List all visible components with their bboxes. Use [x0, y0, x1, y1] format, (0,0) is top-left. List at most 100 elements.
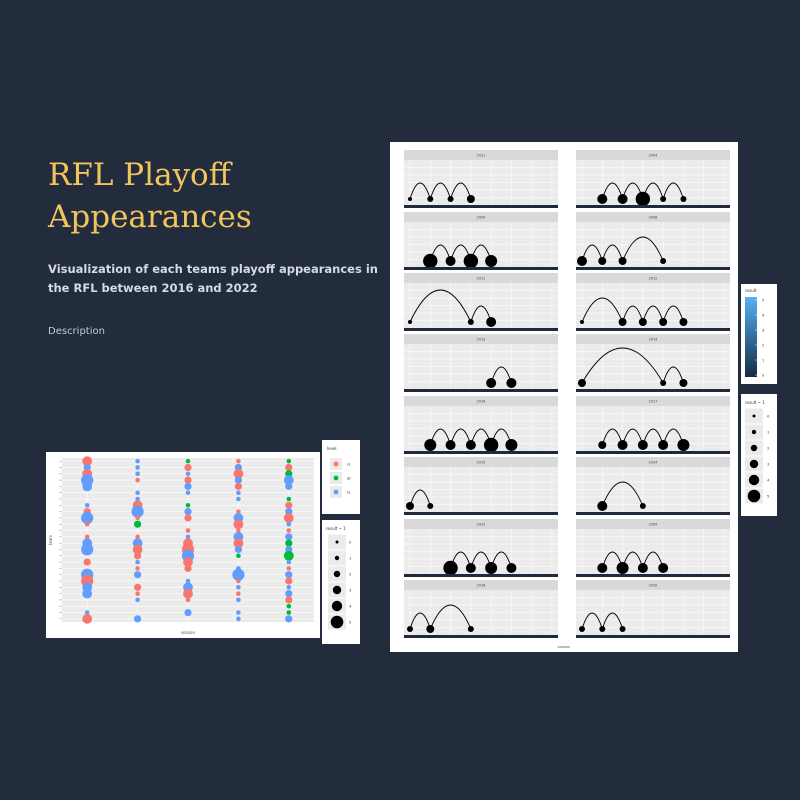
arc-link: [450, 182, 472, 200]
page-title-text: RFL Playoff Appearances: [48, 157, 252, 235]
data-point: [134, 583, 142, 591]
facet-separator: [576, 451, 730, 454]
data-point: [185, 578, 191, 584]
facet-strip-label: 2019: [477, 461, 486, 465]
arc-node: [660, 196, 667, 202]
facet-strip-label: 2014: [649, 338, 658, 342]
size-legend-label: 5: [767, 494, 770, 499]
data-point: [236, 528, 241, 533]
size-legend-label: 3: [767, 462, 770, 467]
arc-link: [429, 182, 452, 200]
facet-strip-label: 2009: [649, 523, 658, 527]
facet-strip: [576, 519, 730, 529]
data-point: [84, 521, 90, 527]
data-point: [185, 458, 191, 464]
data-point: [135, 458, 140, 464]
arc-link: [662, 366, 684, 384]
data-point: [234, 545, 242, 554]
arc-node: [485, 562, 498, 574]
facet-2004: 2004: [576, 150, 730, 208]
arc-node: [679, 379, 688, 387]
facet-separator: [576, 574, 730, 577]
size-legend-dot: [331, 600, 343, 612]
arc-node: [616, 562, 629, 574]
legend-key-ts: [333, 489, 339, 495]
data-point: [236, 585, 241, 590]
facet-separator: [404, 574, 558, 577]
facet-strip: [576, 273, 730, 283]
arc-node: [445, 440, 456, 450]
data-point: [184, 508, 192, 516]
arc-node: [619, 626, 626, 632]
y-axis-label: team: [48, 535, 53, 545]
data-point: [233, 519, 244, 530]
data-point: [236, 616, 241, 622]
size-legend-label: 3: [349, 588, 352, 593]
data-point: [185, 528, 191, 533]
data-point: [285, 577, 293, 585]
data-point: [135, 477, 140, 483]
facet-strip: [576, 334, 730, 344]
data-point: [285, 571, 293, 579]
data-point: [285, 590, 293, 598]
facet-strip-label: 2017: [649, 400, 658, 404]
data-point: [236, 610, 241, 615]
arc-node: [445, 256, 456, 266]
arc-link: [601, 481, 644, 507]
data-point: [234, 476, 242, 484]
gradient-bar: [745, 297, 757, 377]
arc-node: [463, 253, 479, 269]
arc-node: [599, 626, 606, 632]
data-point: [285, 482, 293, 490]
data-point: [81, 511, 94, 525]
data-point: [135, 559, 140, 565]
legend-key-rs: [333, 461, 339, 467]
data-point: [135, 496, 140, 502]
data-point: [134, 520, 142, 528]
facet-separator: [404, 389, 558, 392]
size-legend-label: 5: [349, 620, 352, 625]
legend-label-rs: rs: [347, 462, 351, 467]
data-point: [135, 566, 140, 571]
size-legend-label: 0: [349, 540, 352, 545]
data-point: [82, 588, 93, 599]
facet-2011: 2011: [404, 273, 558, 331]
arc-node: [427, 196, 434, 202]
gradient-legend-title: result: [745, 288, 757, 293]
size-legend-title: result ~ 1: [326, 526, 346, 531]
arc-link: [622, 305, 644, 323]
data-point: [285, 615, 293, 623]
data-point: [185, 597, 191, 603]
data-point: [135, 597, 140, 603]
data-point: [184, 463, 192, 472]
arc-node: [447, 196, 454, 202]
data-point: [286, 521, 292, 527]
data-point: [134, 615, 142, 623]
data-point: [183, 588, 193, 599]
arc-node: [485, 255, 498, 267]
facet-separator: [404, 205, 558, 208]
arc-node: [637, 563, 648, 573]
arc-node: [658, 440, 669, 450]
facet-strip-label: 2016: [477, 400, 486, 404]
gradient-tick-label: 4: [762, 313, 765, 317]
facet-strip: [404, 334, 558, 344]
data-point: [236, 490, 241, 495]
size-legend-dot: [334, 555, 340, 561]
arc-link: [409, 612, 431, 630]
facet-strip: [576, 212, 730, 222]
size-legend-label: 1: [349, 556, 352, 561]
data-point: [236, 578, 241, 584]
arc-link: [601, 612, 623, 630]
data-point: [236, 509, 241, 514]
facet-separator: [576, 205, 730, 208]
facet-2012: 2012: [576, 273, 730, 331]
data-point: [184, 476, 192, 484]
